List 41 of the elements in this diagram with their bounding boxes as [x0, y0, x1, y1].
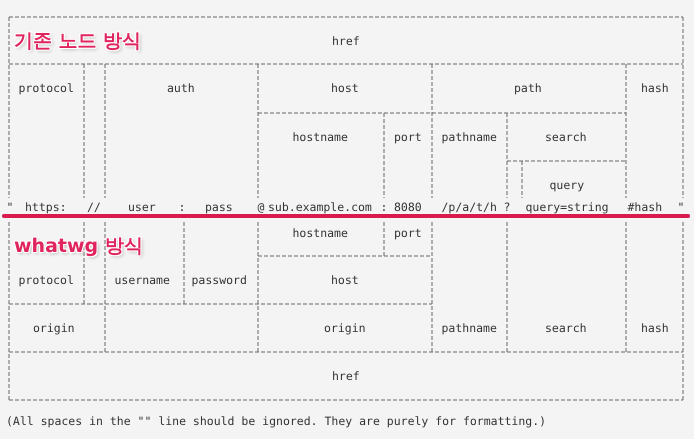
field-name: password	[192, 273, 247, 287]
field-name: port	[394, 130, 422, 144]
field-name: hostname	[292, 226, 348, 240]
url-part: 8080	[394, 200, 422, 214]
section-heading: 기존 노드 방식	[14, 29, 142, 53]
url-part: sub.example.com	[268, 200, 372, 214]
url-part: :	[380, 200, 388, 214]
field-name: origin	[33, 321, 75, 335]
url-part: query=string	[526, 200, 609, 214]
field-name: pathname	[442, 130, 497, 144]
field-name: host	[331, 81, 359, 95]
field-name: href	[332, 369, 360, 383]
field-name: search	[545, 321, 587, 335]
footnote: (All spaces in the "" line should be ignored. They are purely for formatting.)	[6, 414, 546, 428]
url-part: #hash	[628, 200, 662, 214]
url-part: pass	[205, 200, 233, 214]
url-part: "	[6, 200, 14, 214]
field-name: auth	[167, 81, 195, 95]
field-name: host	[331, 273, 359, 287]
field-name: query	[550, 178, 584, 192]
url-part: /p/a/t/h	[442, 200, 497, 214]
url-part: ?	[504, 200, 510, 214]
field-name: pathname	[442, 321, 497, 335]
url-part: user	[128, 200, 156, 214]
url-part: //	[87, 200, 101, 214]
url-part: https:	[25, 200, 67, 214]
url-part: "	[678, 200, 684, 214]
url-part: :	[178, 200, 186, 214]
field-name: href	[332, 34, 360, 48]
field-name: origin	[324, 321, 366, 335]
field-name: search	[545, 130, 587, 144]
field-name: hostname	[292, 130, 348, 144]
field-name: path	[514, 81, 542, 95]
section-heading: whatwg 방식	[14, 234, 143, 258]
url-part: @	[258, 200, 264, 214]
field-name: port	[394, 226, 422, 240]
field-name: username	[114, 273, 170, 287]
field-name: hash	[641, 321, 669, 335]
field-name: protocol	[18, 273, 74, 287]
field-name: hash	[641, 81, 669, 95]
field-name: protocol	[18, 81, 74, 95]
